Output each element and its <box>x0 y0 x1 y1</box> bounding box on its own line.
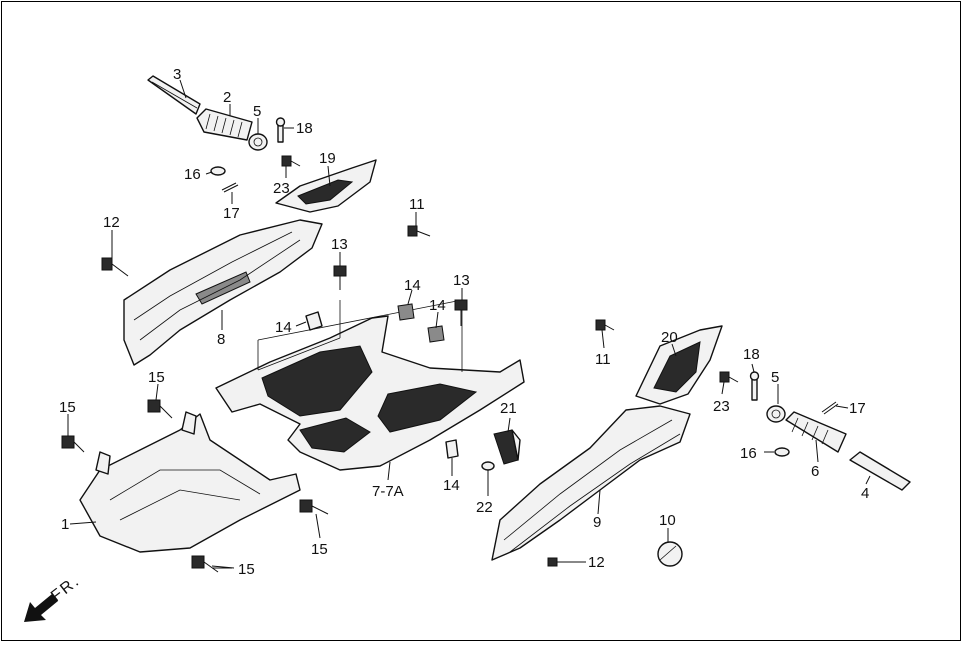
part-15-bolt-b <box>147 399 173 419</box>
label-part-17: 17 <box>223 205 240 222</box>
label-part-10: 10 <box>659 512 676 529</box>
part-14-nut-c <box>427 325 445 343</box>
label-part-23: 23 <box>273 180 290 197</box>
label-part-8: 8 <box>217 331 225 348</box>
part-10-cap <box>657 541 683 567</box>
label-part-5: 5 <box>771 369 779 386</box>
part-5-washer-left <box>248 133 268 151</box>
part-11-bolt-a <box>407 225 431 237</box>
label-part-15: 15 <box>311 541 328 558</box>
leader-lines <box>67 79 871 569</box>
part-16-washer-left <box>210 166 226 176</box>
part-2-step-rubber <box>196 108 253 141</box>
part-12-bolt-b <box>547 557 568 567</box>
label-part-19: 19 <box>319 150 336 167</box>
part-18-pin-left <box>275 117 286 143</box>
label-part-21: 21 <box>500 400 517 417</box>
part-16-washer-right <box>774 447 790 457</box>
label-part-11: 11 <box>409 196 425 213</box>
label-part-13: 13 <box>453 272 470 289</box>
front-arrow-icon <box>24 594 58 622</box>
label-part-11: 11 <box>595 351 611 368</box>
part-5-washer-right <box>766 405 786 423</box>
part-21-bracket <box>493 429 521 465</box>
part-6-step-rubber-right <box>785 411 847 453</box>
part-19-cover <box>275 159 377 213</box>
label-part-18: 18 <box>743 346 760 363</box>
label-part-17: 17 <box>849 400 866 417</box>
part-17-clip-left <box>221 182 239 193</box>
part-23-bolt-right <box>719 371 739 383</box>
label-part-12: 12 <box>588 554 605 571</box>
part-15-bolt-d <box>191 555 219 573</box>
label-part-15: 15 <box>59 399 76 416</box>
label-part-22: 22 <box>476 499 493 516</box>
label-part-18: 18 <box>296 120 313 137</box>
label-part-2: 2 <box>223 89 231 106</box>
part-12-bolt-a <box>101 257 129 277</box>
part-11-bolt-b <box>595 319 615 331</box>
label-part-6: 6 <box>811 463 819 480</box>
front-direction-indicator: FR. <box>24 572 84 622</box>
label-part-15: 15 <box>148 369 165 386</box>
label-part-13: 13 <box>331 236 348 253</box>
label-part-7-7a: 7-7A <box>372 483 404 500</box>
part-7-floor-panel <box>215 299 525 471</box>
part-1-under-cover <box>79 411 301 553</box>
part-18-pin-right <box>749 371 760 401</box>
label-part-20: 20 <box>661 329 678 346</box>
part-4-step-arm-right <box>849 451 911 491</box>
part-13-screw-b <box>454 299 468 326</box>
part-8-left-side-cover <box>123 219 323 366</box>
label-part-4: 4 <box>861 485 869 502</box>
label-part-12: 12 <box>103 214 120 231</box>
label-part-5: 5 <box>253 103 261 120</box>
label-part-14: 14 <box>429 297 446 314</box>
part-3-step-arm <box>147 75 201 115</box>
label-part-16: 16 <box>740 445 757 462</box>
label-part-23: 23 <box>713 398 730 415</box>
part-14-nut-b <box>397 303 415 321</box>
part-23-bolt-left <box>281 155 301 167</box>
part-14-nut-d <box>445 439 459 459</box>
label-part-16: 16 <box>184 166 201 183</box>
label-part-14: 14 <box>443 477 460 494</box>
label-part-9: 9 <box>593 514 601 531</box>
label-part-14: 14 <box>404 277 421 294</box>
label-part-3: 3 <box>173 66 181 83</box>
part-22-clip <box>481 461 495 476</box>
part-labels: 3 2 5 18 16 17 23 19 11 12 13 14 13 14 1… <box>59 66 869 578</box>
part-9-right-side-cover <box>491 405 691 561</box>
part-14-nut-a <box>305 311 323 331</box>
label-part-14: 14 <box>275 319 292 336</box>
part-13-screw-a <box>333 265 347 290</box>
part-15-bolt-c <box>299 499 329 515</box>
label-part-15: 15 <box>238 561 255 578</box>
label-part-1: 1 <box>61 516 69 533</box>
part-20-cover <box>635 325 723 405</box>
part-15-bolt-a <box>61 435 85 453</box>
part-17-clip-right <box>821 401 839 415</box>
